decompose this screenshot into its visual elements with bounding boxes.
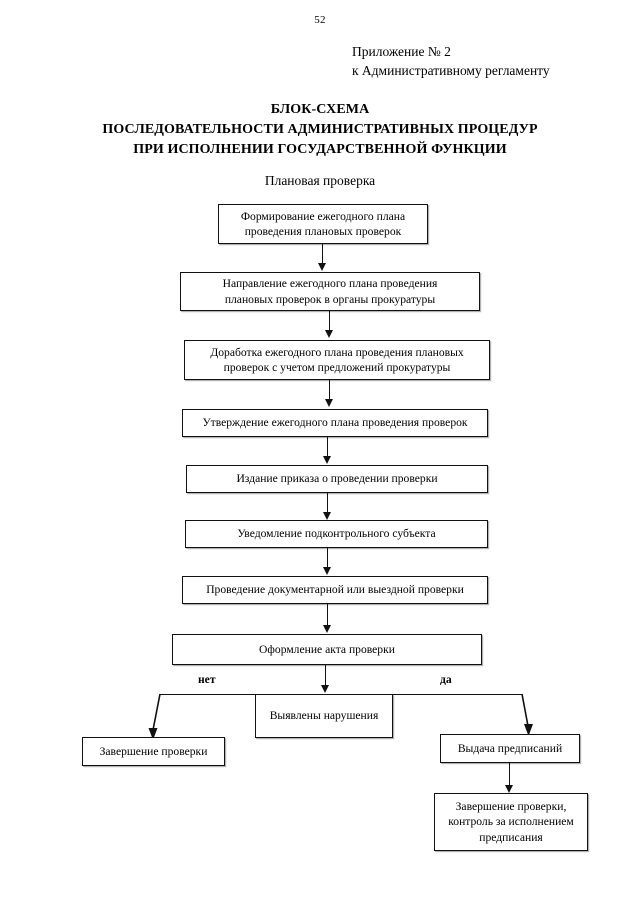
branch-label-yes: да bbox=[440, 673, 452, 686]
branch-label-no: нет bbox=[198, 673, 216, 686]
node-6-line-1: Уведомление подконтрольного субъекта bbox=[237, 527, 436, 541]
node-provedenie-proverki: Проведение документарной или выездной пр… bbox=[182, 576, 488, 604]
node-10-line-1: Завершение проверки bbox=[99, 744, 208, 758]
appendix-heading: Приложение № 2 к Административному регла… bbox=[352, 42, 550, 80]
connector-3-to-4 bbox=[329, 380, 331, 402]
node-5-line-1: Издание приказа о проведении проверки bbox=[236, 472, 438, 486]
appendix-line-2: к Административному регламенту bbox=[352, 63, 550, 78]
arrowhead-2-to-3 bbox=[325, 330, 333, 338]
node-12-line-2: контроль за исполнением bbox=[448, 815, 574, 829]
node-napravlenie-plana: Направление ежегодного плана проведения … bbox=[180, 272, 480, 311]
node-12-line-3: предписания bbox=[479, 830, 543, 844]
arrowhead-6-to-7 bbox=[323, 567, 331, 575]
node-3-line-2: проверок с учетом предложений прокуратур… bbox=[223, 361, 451, 374]
appendix-line-1: Приложение № 2 bbox=[352, 44, 451, 59]
node-dorabotka-plana: Доработка ежегодного плана проведения пл… bbox=[184, 340, 490, 380]
connector-11-to-12 bbox=[509, 763, 511, 787]
arrowhead-3-to-4 bbox=[325, 399, 333, 407]
node-vydacha-predpisaniy: Выдача предписаний bbox=[440, 734, 580, 763]
node-12-line-1: Завершение проверки, bbox=[455, 799, 567, 813]
connector-7-to-8 bbox=[327, 604, 329, 627]
title-line-2: ПОСЛЕДОВАТЕЛЬНОСТИ АДМИНИСТРАТИВНЫХ ПРОЦ… bbox=[102, 122, 538, 137]
arrowhead-7-to-8 bbox=[323, 625, 331, 633]
arrowhead-4-to-5 bbox=[323, 456, 331, 464]
connector-1-to-2 bbox=[322, 244, 324, 266]
node-9-line-1: Выявлены нарушения bbox=[269, 709, 379, 723]
node-3-line-1: Доработка ежегодного плана проведения пл… bbox=[210, 345, 464, 359]
connector-5-to-6 bbox=[327, 493, 329, 515]
arrowhead-11-to-12 bbox=[505, 785, 513, 793]
chart-subtitle: Плановая проверка bbox=[264, 173, 376, 188]
node-2-line-2: плановых проверок в органы прокуратуры bbox=[224, 292, 436, 306]
node-1-line-1: Формирование ежегодного плана bbox=[240, 209, 406, 223]
branch-rail-right bbox=[392, 694, 522, 696]
node-izdanie-prikaza: Издание приказа о проведении проверки bbox=[186, 465, 488, 493]
title-line-3: ПРИ ИСПОЛНЕНИИ ГОСУДАРСТВЕННОЙ ФУНКЦИИ bbox=[133, 142, 507, 157]
arrowhead-1-to-2 bbox=[318, 263, 326, 271]
connector-8-to-9 bbox=[325, 665, 327, 687]
title-line-1: БЛОК-СХЕМА bbox=[270, 102, 370, 117]
arrowhead-5-to-6 bbox=[323, 512, 331, 520]
node-2-line-1: Направление ежегодного плана проведения bbox=[222, 277, 438, 290]
node-8-line-1: Оформление акта проверки bbox=[259, 642, 395, 656]
branch-arrow-no bbox=[148, 693, 161, 740]
page-number: 52 bbox=[314, 14, 326, 26]
arrowhead-8-to-9 bbox=[321, 685, 329, 693]
page-title: БЛОК-СХЕМА ПОСЛЕДОВАТЕЛЬНОСТИ АДМИНИСТРА… bbox=[20, 100, 620, 160]
branch-rail-left bbox=[160, 694, 256, 696]
branch-arrow-yes bbox=[521, 693, 533, 736]
node-utverzhdenie-plana: Утверждение ежегодного плана проведения … bbox=[182, 409, 488, 437]
node-vyyavleny-narusheniya: Выявлены нарушения bbox=[255, 694, 393, 738]
node-zavershenie-proverki: Завершение проверки bbox=[82, 737, 225, 766]
node-1-line-2: проведения плановых проверок bbox=[244, 225, 402, 238]
node-11-line-1: Выдача предписаний bbox=[457, 741, 563, 755]
node-zavershenie-kontrol: Завершение проверки, контроль за исполне… bbox=[434, 793, 588, 851]
node-formirovanie-plana: Формирование ежегодного плана проведения… bbox=[218, 204, 428, 244]
node-7-line-1: Проведение документарной или выездной пр… bbox=[206, 583, 464, 597]
node-4-line-1: Утверждение ежегодного плана проведения … bbox=[202, 416, 468, 430]
connector-2-to-3 bbox=[329, 311, 331, 333]
connector-4-to-5 bbox=[327, 437, 329, 459]
node-oformlenie-akta: Оформление акта проверки bbox=[172, 634, 482, 665]
connector-6-to-7 bbox=[327, 548, 329, 569]
node-uvedomlenie-subjekta: Уведомление подконтрольного субъекта bbox=[185, 520, 488, 548]
